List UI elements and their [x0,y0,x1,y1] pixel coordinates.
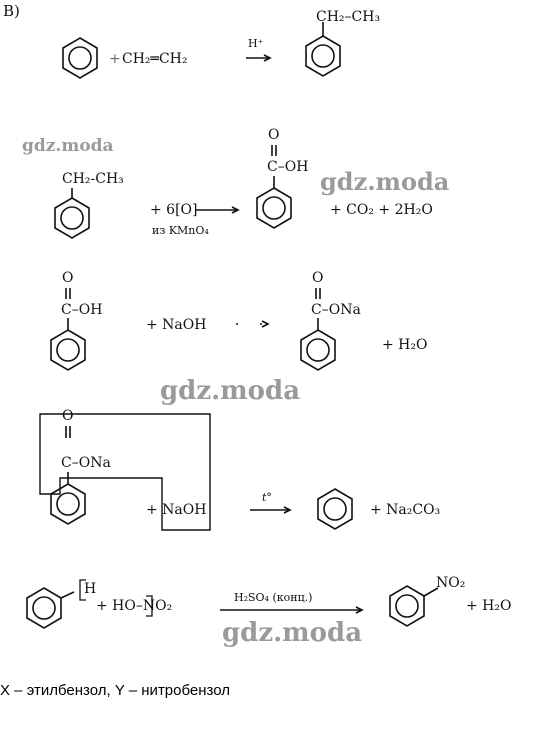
carbonyl-oxygen: O [268,127,280,143]
carbonyl-oxygen: O [312,270,324,286]
benzene-ring-icon [50,329,86,371]
water-product: + H₂O [466,598,512,614]
benzene-ring-icon [389,585,425,627]
benzene-ring-icon [300,329,336,371]
answer-text: X – этилбензол, Y – нитробензол [0,682,231,699]
benzene-ring-icon [62,37,98,79]
watermark: gdz.moda [320,167,450,196]
ethylene-formula: CH₂═CH₂ [122,51,188,67]
benzene-ring-icon [305,35,341,77]
bond-line [60,591,75,599]
carboxylate-group: C–ONa [311,302,361,318]
benzene-ring-icon [317,488,353,530]
carboxylate-group: C–ONa [61,455,111,471]
carbonyl-oxygen: O [62,408,74,424]
arrow-head-icon [283,506,292,514]
benzene-ring-icon [256,187,292,229]
ethyl-chain: CH₂-CH₃ [62,171,124,187]
benzene-ring-icon [50,483,86,525]
oxidant-source: из KMnO₄ [152,224,209,237]
ethyl-chain: CH₂–CH₃ [316,9,381,25]
sodium-hydroxide: + NaOH [146,317,207,333]
condition-acid: H⁺ [248,37,264,50]
watermark: gdz.moda [160,376,301,406]
byproducts: + CO₂ + 2H₂O [330,202,433,218]
nitric-acid: + HO–NO₂ [96,598,173,614]
condition-sulfuric-acid: H₂SO₄ (конц.) [234,591,313,604]
carboxyl-group: C–OH [267,159,309,175]
carboxyl-group: C–OH [61,302,103,318]
oxidant-formula: + 6[O] [150,202,198,218]
decarboxylation-highlight-box [39,413,211,531]
bracket-icon [146,595,153,617]
hydrogen-atom: H [84,581,97,597]
condition-heat: t° [262,491,272,504]
benzene-ring-icon [26,587,62,629]
bracket-icon [79,579,86,601]
section-label: В) [3,2,20,20]
sodium-hydroxide: + NaOH [146,502,207,518]
plus-sign: + [109,51,121,67]
watermark: gdz.moda [22,136,114,156]
arrow-head-icon [261,320,270,328]
nitro-group: NO₂ [436,575,466,591]
benzene-ring-icon [54,197,90,239]
arrow-head-icon [355,606,364,614]
sodium-carbonate: + Na₂CO₃ [370,502,441,518]
water-product: + H₂O [382,337,428,353]
bond-line [423,587,439,597]
arrow-head-icon [231,206,240,214]
watermark: gdz.moda [222,618,363,648]
carbonyl-oxygen: O [62,270,74,286]
arrow-head-icon [263,54,272,62]
